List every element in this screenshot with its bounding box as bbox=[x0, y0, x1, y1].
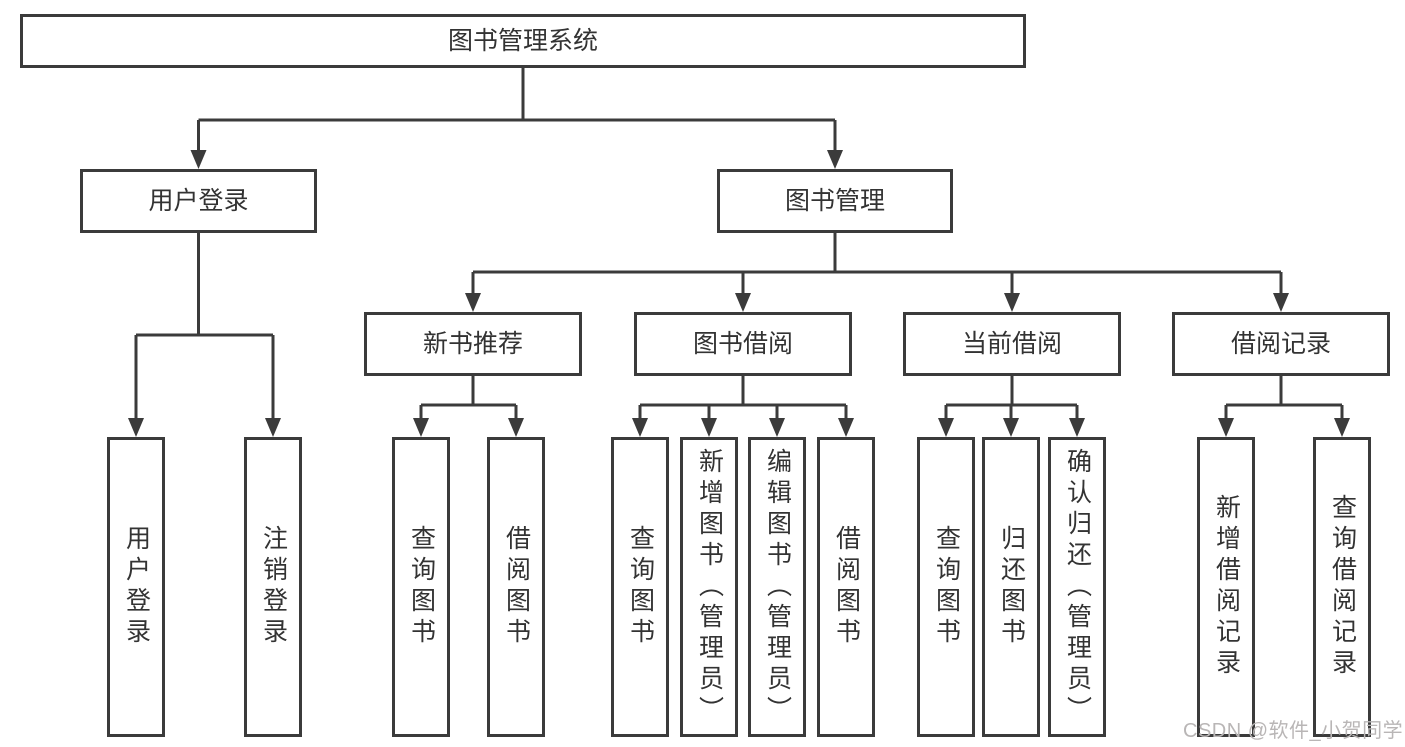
arrowhead bbox=[735, 293, 751, 312]
connector-borrow-records bbox=[1218, 376, 1350, 437]
leaf-logout-login: 注销登录 bbox=[244, 437, 302, 737]
arrowhead bbox=[838, 418, 854, 437]
leaf-return-books: 归还图书 bbox=[982, 437, 1040, 737]
arrowhead bbox=[1003, 418, 1019, 437]
arrowhead bbox=[265, 418, 281, 437]
connector-user-login bbox=[128, 233, 281, 437]
arrowhead bbox=[632, 418, 648, 437]
arrowhead bbox=[827, 150, 843, 169]
arrowhead bbox=[1218, 418, 1234, 437]
leaf-borrow-books-newbook: 借阅图书 bbox=[487, 437, 545, 737]
watermark: CSDN @软件_小贺同学 bbox=[1183, 720, 1404, 742]
leaf-user-login: 用户登录 bbox=[107, 437, 165, 737]
leaf-query-books-borrow: 查询图书 bbox=[611, 437, 669, 737]
connector-book-management bbox=[465, 233, 1289, 312]
arrowhead bbox=[413, 418, 429, 437]
arrowhead bbox=[1004, 293, 1020, 312]
node-user-login-label: 用户登录 bbox=[148, 186, 249, 215]
leaf-confirm-return-admin: 确认归还（管理员） bbox=[1048, 437, 1106, 737]
arrowhead bbox=[190, 150, 207, 169]
node-borrowing-records-label: 借阅记录 bbox=[1230, 329, 1331, 358]
node-book-borrowing: 图书借阅 bbox=[634, 312, 852, 376]
node-current-borrowing-label: 当前借阅 bbox=[961, 329, 1062, 358]
arrowhead bbox=[508, 418, 524, 437]
leaf-add-book-admin: 新增图书（管理员） bbox=[680, 437, 738, 737]
node-new-book-recommendation-label: 新书推荐 bbox=[422, 329, 523, 358]
leaf-edit-book-admin: 编辑图书（管理员） bbox=[748, 437, 806, 737]
node-book-borrowing-label: 图书借阅 bbox=[692, 329, 793, 358]
arrowhead bbox=[1273, 293, 1289, 312]
leaf-query-books-current: 查询图书 bbox=[917, 437, 975, 737]
connector-root bbox=[190, 68, 843, 169]
connector-book-borrow bbox=[632, 376, 854, 437]
node-root: 图书管理系统 bbox=[20, 14, 1026, 68]
connector-current-borrow bbox=[938, 376, 1085, 437]
arrowhead bbox=[938, 418, 954, 437]
arrowhead bbox=[1334, 418, 1350, 437]
node-root-label: 图书管理系统 bbox=[447, 26, 598, 55]
arrowhead bbox=[128, 418, 144, 437]
node-book-management: 图书管理 bbox=[717, 169, 953, 233]
connector-new-book bbox=[413, 376, 524, 437]
leaf-query-borrow-record: 查询借阅记录 bbox=[1313, 437, 1371, 737]
arrowhead bbox=[701, 418, 717, 437]
node-book-management-label: 图书管理 bbox=[784, 186, 885, 215]
node-borrowing-records: 借阅记录 bbox=[1172, 312, 1390, 376]
leaf-query-books-newbook: 查询图书 bbox=[392, 437, 450, 737]
node-new-book-recommendation: 新书推荐 bbox=[364, 312, 582, 376]
node-user-login: 用户登录 bbox=[80, 169, 317, 233]
leaf-add-borrow-record: 新增借阅记录 bbox=[1197, 437, 1255, 737]
arrowhead bbox=[465, 293, 481, 312]
node-current-borrowing: 当前借阅 bbox=[903, 312, 1121, 376]
arrowhead bbox=[1069, 418, 1085, 437]
leaf-borrow-books-borrow: 借阅图书 bbox=[817, 437, 875, 737]
arrowhead bbox=[769, 418, 785, 437]
